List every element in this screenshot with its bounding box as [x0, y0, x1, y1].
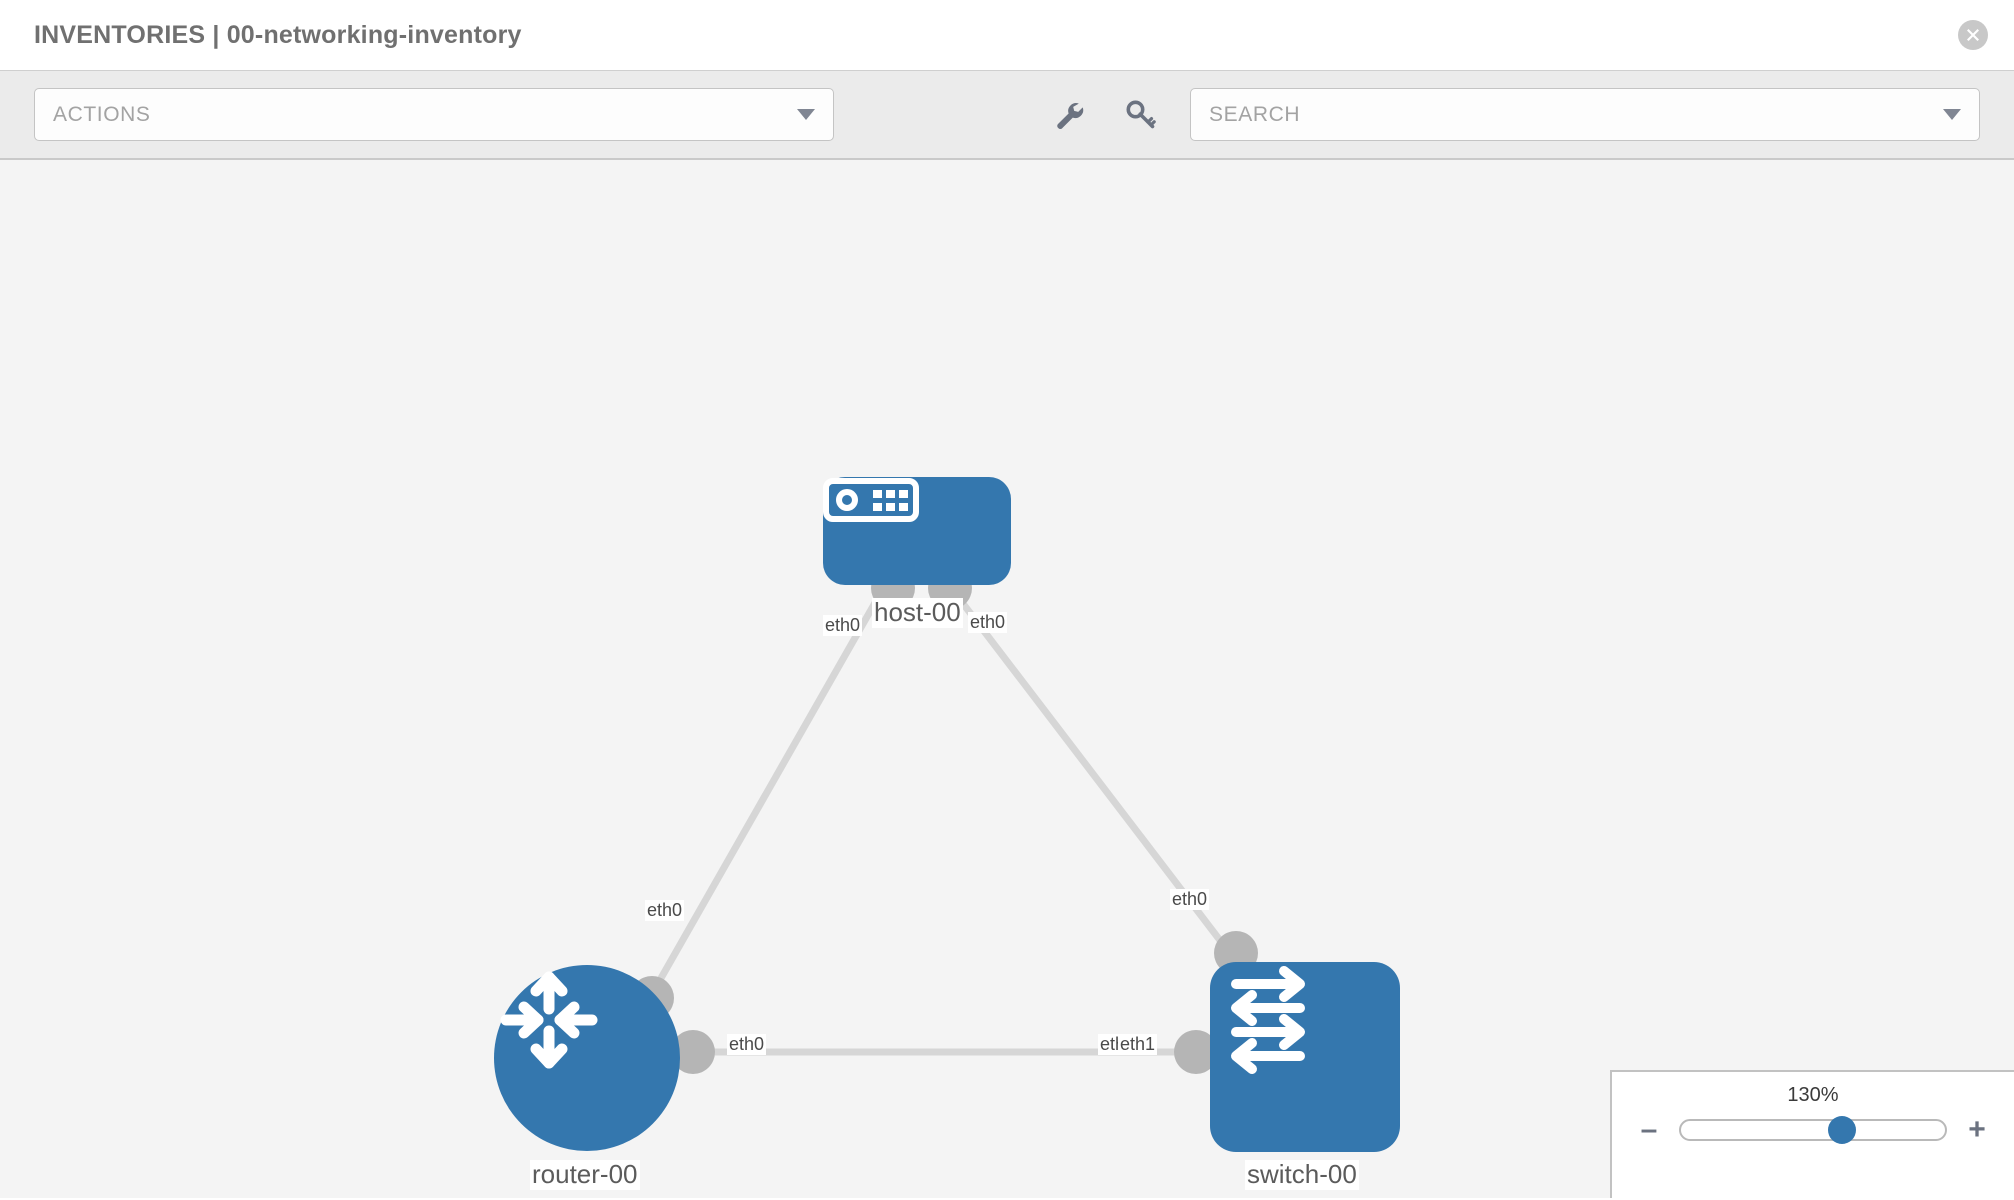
wrench-icon — [1057, 102, 1084, 129]
node-router-00[interactable] — [494, 965, 680, 1151]
zoom-level-value: 130% — [1787, 1084, 1839, 1106]
switch-icon — [1231, 966, 1305, 1074]
actions-dropdown-label: ACTIONS — [53, 102, 151, 126]
zoom-in-button[interactable]: + — [1968, 1113, 1986, 1146]
zoom-slider-track[interactable] — [1679, 1116, 1947, 1144]
key-button[interactable] — [1121, 95, 1161, 135]
topology-canvas[interactable]: host-00 router-00 — [0, 160, 2014, 1198]
edge-label-router-right: eth0 — [727, 1034, 767, 1055]
zoom-control-panel: 130% – + — [1610, 1070, 2014, 1198]
zoom-slider-row: – + — [1612, 1115, 2014, 1145]
edge-label-host-right: eth0 — [968, 612, 1008, 633]
node-label-router-00: router-00 — [530, 1159, 640, 1190]
page-header: INVENTORIES | 00-networking-inventory — [0, 0, 2014, 70]
node-label-host-00: host-00 — [872, 597, 963, 628]
link-host-router[interactable] — [636, 578, 892, 1017]
actions-dropdown[interactable]: ACTIONS — [34, 88, 834, 141]
router-icon — [500, 971, 598, 1069]
server-icon — [823, 478, 919, 522]
chevron-down-icon[interactable] — [1943, 109, 1961, 120]
topology-graph: host-00 router-00 — [0, 160, 2014, 1198]
search-input[interactable] — [1209, 102, 1961, 127]
edge-label-switch-up: eth0 — [1170, 889, 1210, 910]
key-icon — [1126, 100, 1156, 128]
wrench-button[interactable] — [1049, 95, 1089, 135]
search-field[interactable] — [1190, 88, 1980, 141]
toolbar-icon-group — [1049, 95, 1161, 135]
edge-label-switch-left-b: eth1 — [1118, 1034, 1158, 1055]
close-button[interactable] — [1958, 20, 1988, 50]
chevron-down-icon — [797, 109, 815, 120]
node-host-00[interactable] — [823, 477, 1011, 585]
zoom-slider-thumb[interactable] — [1828, 1116, 1857, 1144]
port-router-right[interactable] — [671, 1030, 715, 1074]
edge-label-host-left: eth0 — [823, 615, 863, 636]
edge-label-router-up: eth0 — [645, 900, 685, 921]
close-icon — [1967, 29, 1979, 41]
page-title: INVENTORIES | 00-networking-inventory — [34, 20, 522, 49]
zoom-out-button[interactable]: – — [1640, 1113, 1658, 1146]
node-switch-00[interactable] — [1210, 962, 1400, 1152]
topology-links-layer — [630, 566, 1258, 1074]
node-label-switch-00: switch-00 — [1245, 1159, 1359, 1190]
toolbar: ACTIONS — [0, 70, 2014, 160]
port-switch-left[interactable] — [1174, 1030, 1218, 1074]
